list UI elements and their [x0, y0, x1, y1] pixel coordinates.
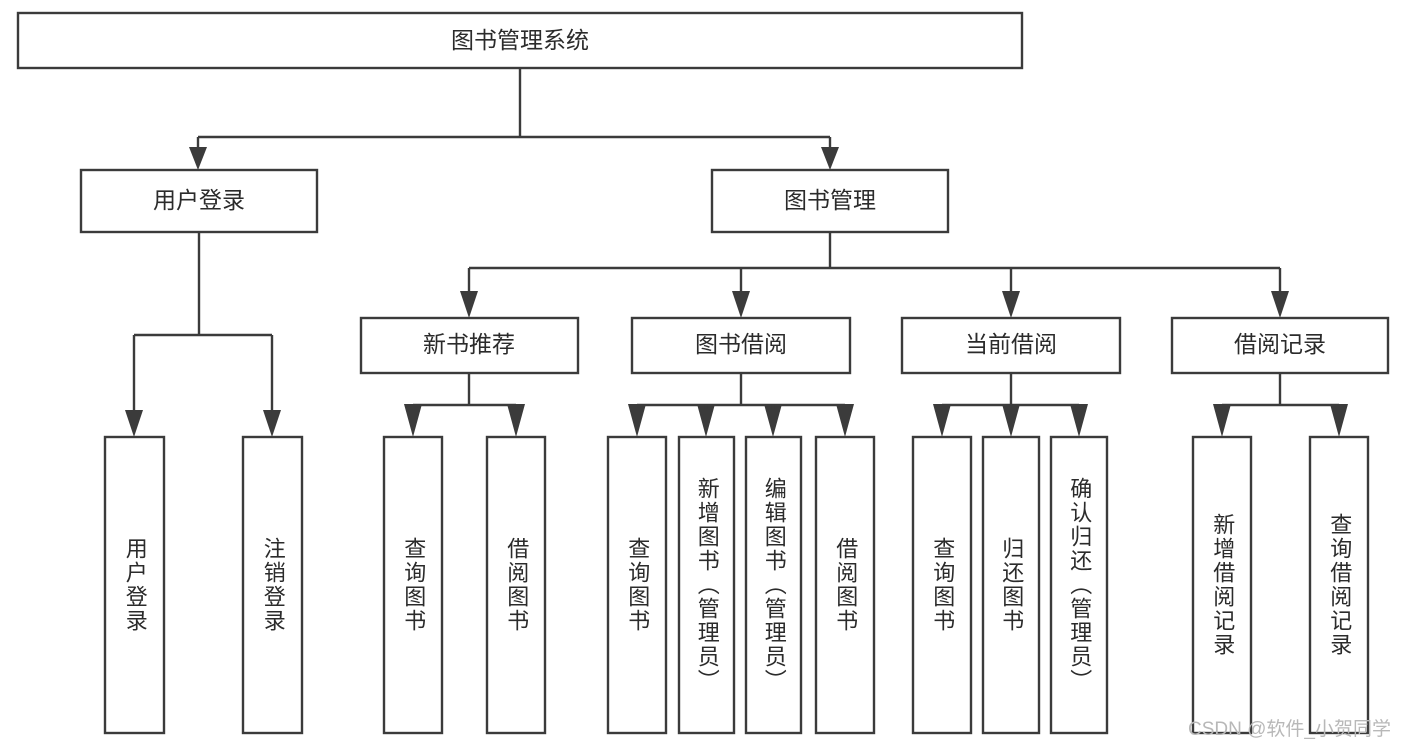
arrow-icon-to-borrow-record	[1271, 291, 1289, 318]
arrow-icon-to-leaf-query-book-3	[933, 404, 951, 437]
node-borrow-record-box[interactable]	[1170, 316, 1390, 375]
node-book-borrow-box[interactable]	[630, 316, 852, 375]
arrow-icon-to-leaf-logout	[263, 410, 281, 437]
node-book-manage-label: 图书管理	[784, 187, 876, 213]
arrow-icon-to-leaf-borrow-book-1	[507, 404, 525, 437]
arrow-icon-to-book-borrow	[732, 291, 750, 318]
arrow-icon-to-leaf-confirm-return	[1070, 404, 1088, 437]
node-borrow-record-label: 借阅记录	[1234, 331, 1326, 357]
node-root-label: 图书管理系统	[451, 27, 589, 53]
arrow-icon-to-leaf-query-record	[1330, 404, 1348, 437]
node-leaf-borrow-book-1-box[interactable]	[485, 435, 547, 735]
arrow-icon-to-leaf-add-record	[1213, 404, 1231, 437]
node-current-borrow-box[interactable]	[900, 316, 1122, 375]
arrow-icon-to-leaf-borrow-book-2	[836, 404, 854, 437]
arrow-icon-to-book-manage	[821, 147, 839, 170]
arrow-icon-to-new-book-rec	[460, 291, 478, 318]
node-book-borrow-label: 图书借阅	[695, 331, 787, 357]
arrow-icon-to-leaf-edit-book	[764, 404, 782, 437]
arrow-icon-to-leaf-query-book-1	[404, 404, 422, 437]
node-current-borrow-label: 当前借阅	[965, 331, 1057, 357]
node-leaf-query-book-1-box[interactable]	[382, 435, 444, 735]
arrow-icon-to-leaf-add-book	[697, 404, 715, 437]
arrow-icon-to-user-login	[189, 147, 207, 170]
node-root-box[interactable]	[16, 11, 1024, 70]
node-new-book-rec-label: 新书推荐	[423, 331, 515, 357]
node-new-book-rec-box[interactable]	[359, 316, 580, 375]
node-leaf-query-record-box[interactable]	[1308, 435, 1370, 735]
arrow-icon-to-leaf-user-login	[125, 410, 143, 437]
node-leaf-borrow-book-2-box[interactable]	[814, 435, 876, 735]
node-leaf-logout-box[interactable]	[241, 435, 304, 735]
node-leaf-confirm-return-box[interactable]	[1049, 435, 1109, 735]
arrow-icon-to-leaf-query-book-2	[628, 404, 646, 437]
node-user-login-label: 用户登录	[153, 187, 245, 213]
arrow-icon-to-current-borrow	[1002, 291, 1020, 318]
node-leaf-query-book-2-box[interactable]	[606, 435, 668, 735]
watermark-text: CSDN @软件_小贺同学	[1188, 719, 1391, 740]
node-leaf-add-record-box[interactable]	[1191, 435, 1253, 735]
node-leaf-add-book-box[interactable]	[677, 435, 736, 735]
node-leaf-edit-book-box[interactable]	[744, 435, 803, 735]
node-leaf-user-login-box[interactable]	[103, 435, 166, 735]
node-book-manage-box[interactable]	[710, 168, 950, 234]
arrow-icon-to-leaf-return-book	[1002, 404, 1020, 437]
node-leaf-return-book-box[interactable]	[981, 435, 1041, 735]
node-leaf-query-book-3-box[interactable]	[911, 435, 973, 735]
